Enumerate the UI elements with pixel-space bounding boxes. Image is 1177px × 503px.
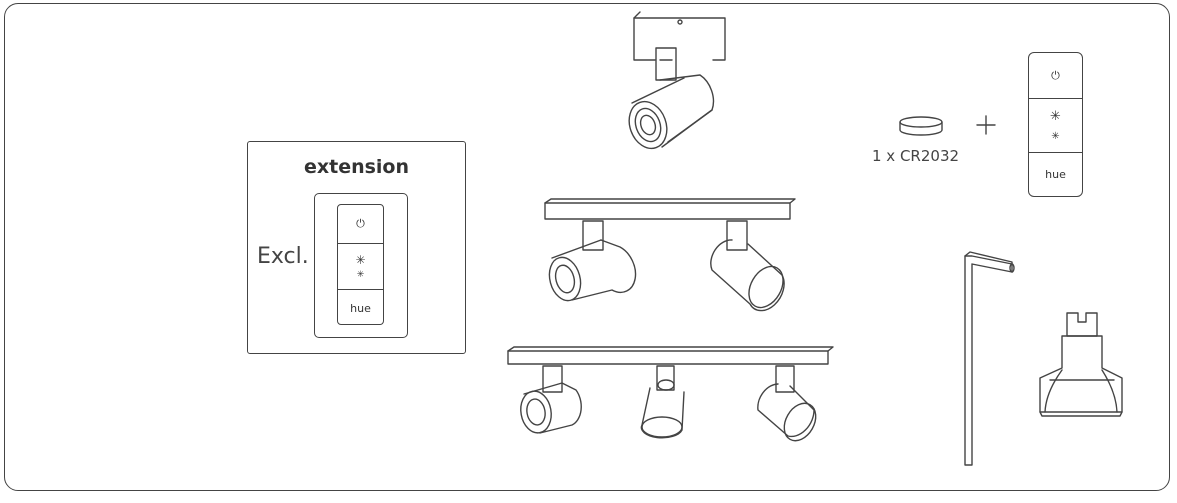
- double-spotlight-bar-icon: [544, 198, 796, 312]
- hue-label-right: hue: [1045, 168, 1066, 181]
- power-icon: ⏻: [356, 217, 365, 230]
- battery-label: 1 x CR2032: [872, 147, 960, 165]
- gu10-bulb-icon: [1039, 312, 1123, 417]
- power-icon: ⏻: [1051, 68, 1060, 82]
- hue-label: hue: [350, 301, 371, 315]
- sun-large-icon: ✳: [1050, 108, 1061, 124]
- sun-small-icon: ✳: [1051, 130, 1060, 142]
- hue-button: hue: [338, 289, 383, 326]
- dimmer-remote-small: ⏻ ✳ ✳ hue: [337, 204, 384, 325]
- dimmer-remote-right: ⏻ ✳ ✳ hue: [1028, 52, 1083, 197]
- single-spotlight-icon: [628, 11, 726, 150]
- brightness-buttons: ✳ ✳: [338, 243, 383, 289]
- plus-icon: [976, 115, 996, 135]
- excl-label: Excl.: [257, 244, 309, 269]
- remote-wall-plate: [314, 193, 408, 338]
- sun-small-icon: ✳: [356, 269, 365, 280]
- coin-battery-icon: [899, 116, 943, 136]
- brightness-buttons-right: ✳ ✳: [1029, 98, 1082, 152]
- diagram-frame: [4, 3, 1170, 491]
- hue-button-right: hue: [1029, 152, 1082, 196]
- extension-box: extension: [247, 141, 466, 354]
- power-button: ⏻: [338, 205, 383, 243]
- power-button-right: ⏻: [1029, 53, 1082, 98]
- extension-title: extension: [303, 156, 410, 178]
- hex-key-icon: [964, 251, 1015, 466]
- sun-large-icon: ✳: [355, 252, 366, 267]
- triple-spotlight-bar-icon: [507, 346, 834, 442]
